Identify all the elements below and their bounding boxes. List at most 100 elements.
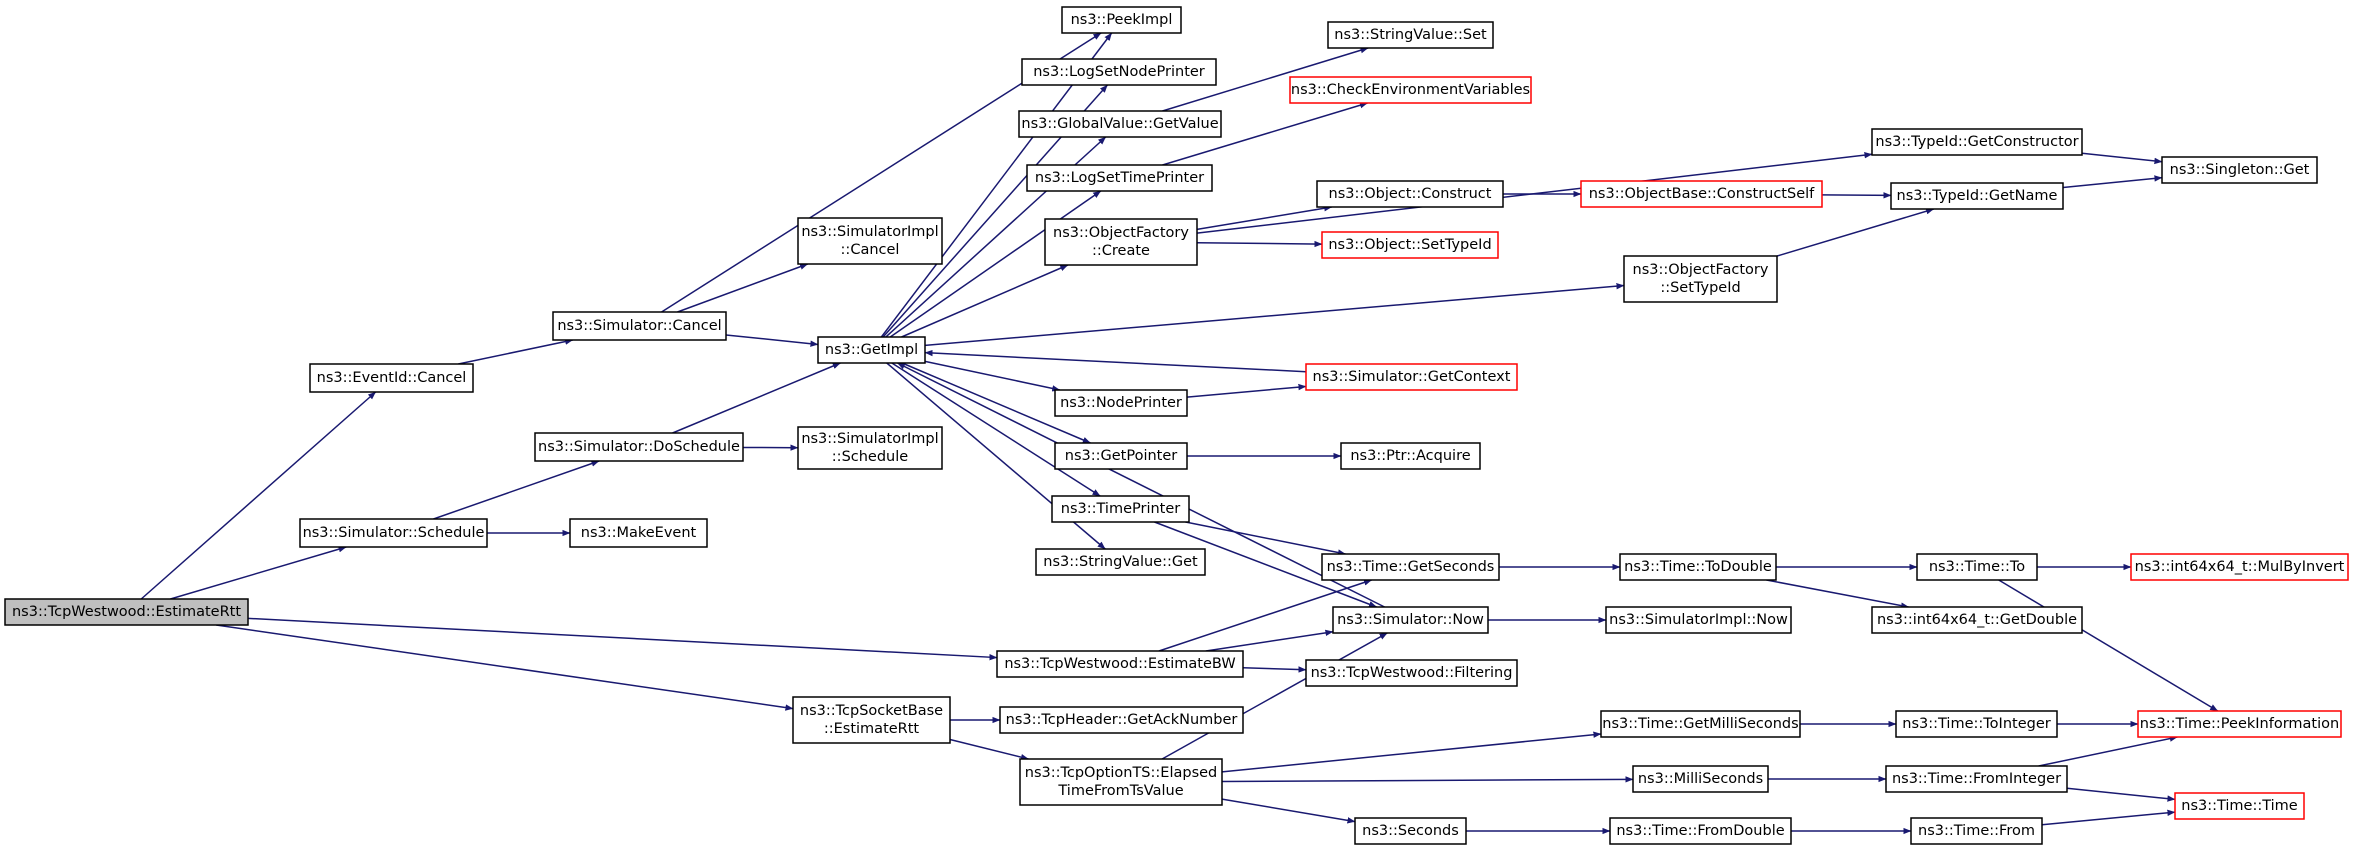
node-simulator-cancel[interactable]: ns3::Simulator::Cancel <box>552 311 727 341</box>
node-label: ns3::TimePrinter <box>1061 501 1181 517</box>
node-label: ns3::TypeId::GetConstructor <box>1875 134 2078 150</box>
node-time-getseconds[interactable]: ns3::Time::GetSeconds <box>1321 553 1500 581</box>
node-checkenvironmentvariables[interactable]: ns3::CheckEnvironmentVariables <box>1289 76 1532 104</box>
node-typeid-getname[interactable]: ns3::TypeId::GetName <box>1890 182 2064 210</box>
node-label: ns3::TcpHeader::GetAckNumber <box>1006 712 1238 728</box>
node-label: ns3::int64x64_t::MulByInvert <box>2135 559 2345 575</box>
node-box <box>1018 110 1222 138</box>
node-label: ns3::MakeEvent <box>581 525 697 541</box>
node-box <box>1632 765 1769 793</box>
node-label: ns3::Singleton::Get <box>2170 162 2310 178</box>
node-box <box>1916 553 2038 581</box>
node-objectfactory-settypeid[interactable]: ns3::ObjectFactory::SetTypeId <box>1623 255 1778 303</box>
node-simulator-schedule[interactable]: ns3::Simulator::Schedule <box>299 518 488 548</box>
node-simulatorimpl-schedule[interactable]: ns3::SimulatorImpl::Schedule <box>797 426 943 470</box>
node-box <box>1021 58 1217 86</box>
node-label: ns3::PeekImpl <box>1071 12 1173 28</box>
node-box <box>2137 710 2342 738</box>
node-getimpl[interactable]: ns3::GetImpl <box>817 336 926 364</box>
node-time-todouble[interactable]: ns3::Time::ToDouble <box>1619 553 1777 581</box>
node-tcpwestwood-filtering[interactable]: ns3::TcpWestwood::Filtering <box>1305 659 1518 687</box>
call-edge-tcpoptionts_elapsed-to-seconds <box>1221 798 1356 824</box>
node-box <box>569 518 708 548</box>
node-objectbase-constructself[interactable]: ns3::ObjectBase::ConstructSelf <box>1580 180 1823 208</box>
node-label: ns3::GlobalValue::GetValue <box>1021 116 1218 132</box>
node-peekimpl[interactable]: ns3::PeekImpl <box>1061 6 1182 34</box>
node-simulatorimpl-cancel[interactable]: ns3::SimulatorImpl::Cancel <box>797 217 943 265</box>
node-label: ns3::TcpSocketBase <box>800 703 943 719</box>
node-box <box>1044 218 1198 266</box>
node-simulator-doschedule[interactable]: ns3::Simulator::DoSchedule <box>534 432 744 462</box>
call-edge-objectfactory_create-to-object_construct <box>1196 205 1333 231</box>
node-objectfactory-create[interactable]: ns3::ObjectFactory::Create <box>1044 218 1198 266</box>
node-box <box>1340 442 1481 470</box>
node-milliseconds[interactable]: ns3::MilliSeconds <box>1632 765 1769 793</box>
node-box <box>1619 553 1777 581</box>
node-eventid-cancel[interactable]: ns3::EventId::Cancel <box>309 363 474 393</box>
node-label: ns3::StringValue::Get <box>1043 554 1198 570</box>
node-singleton-get[interactable]: ns3::Singleton::Get <box>2161 156 2318 184</box>
node-logsetnodeprinter[interactable]: ns3::LogSetNodePrinter <box>1021 58 1217 86</box>
node-box <box>552 311 727 341</box>
node-simulator-now[interactable]: ns3::Simulator::Now <box>1332 606 1489 634</box>
call-edge-time_from-to-time_time <box>2041 809 2176 826</box>
node-object-settypeid[interactable]: ns3::Object::SetTypeId <box>1321 231 1499 259</box>
node-box <box>1054 442 1188 470</box>
node-box <box>1332 606 1489 634</box>
call-edge-estimate_rtt_root-to-simulator_schedule <box>170 546 347 600</box>
node-box <box>1623 255 1778 303</box>
node-label: ns3::Time::FromDouble <box>1616 823 1784 839</box>
node-time-tointeger[interactable]: ns3::Time::ToInteger <box>1895 710 2058 738</box>
call-edge-timeprinter-to-simulator_now <box>1154 521 1377 608</box>
node-simulator-getcontext[interactable]: ns3::Simulator::GetContext <box>1305 363 1518 391</box>
node-label: ::Create <box>1092 243 1150 259</box>
node-box <box>1871 606 2083 634</box>
node-int64x64-mulbyinvert[interactable]: ns3::int64x64_t::MulByInvert <box>2130 553 2349 581</box>
node-globalvalue-getvalue[interactable]: ns3::GlobalValue::GetValue <box>1018 110 1222 138</box>
call-edge-typeid_getconstructor-to-singleton_get <box>2081 152 2163 165</box>
call-edge-tcpoptionts_elapsed-to-time_getmilliseconds <box>1221 731 1602 773</box>
node-label: ns3::TcpWestwood::EstimateRtt <box>12 604 241 620</box>
node-ptr-acquire[interactable]: ns3::Ptr::Acquire <box>1340 442 1481 470</box>
call-edge-simulator_now-to-getimpl <box>897 362 1385 608</box>
node-box <box>1580 180 1823 208</box>
node-logsettimeprinter[interactable]: ns3::LogSetTimePrinter <box>1026 164 1213 192</box>
call-edge-getimpl-to-logsettimeprinter <box>889 190 1102 338</box>
node-time-fromdouble[interactable]: ns3::Time::FromDouble <box>1609 817 1792 845</box>
node-nodeprinter[interactable]: ns3::NodePrinter <box>1054 389 1188 417</box>
node-simulatorimpl-now[interactable]: ns3::SimulatorImpl::Now <box>1605 606 1792 634</box>
node-box <box>534 432 744 462</box>
node-makeevent[interactable]: ns3::MakeEvent <box>569 518 708 548</box>
node-stringvalue-get[interactable]: ns3::StringValue::Get <box>1035 548 1206 576</box>
node-object-construct[interactable]: ns3::Object::Construct <box>1316 180 1504 208</box>
node-timeprinter[interactable]: ns3::TimePrinter <box>1051 495 1190 523</box>
node-estimate-rtt-root: ns3::TcpWestwood::EstimateRtt <box>4 598 249 626</box>
node-label: ns3::EventId::Cancel <box>317 370 467 386</box>
node-label: ns3::ObjectFactory <box>1633 262 1769 278</box>
node-tcpsocketbase-estimatertt[interactable]: ns3::TcpSocketBase::EstimateRtt <box>792 696 951 744</box>
node-time-peekinformation[interactable]: ns3::Time::PeekInformation <box>2137 710 2342 738</box>
node-typeid-getconstructor[interactable]: ns3::TypeId::GetConstructor <box>1871 128 2083 156</box>
node-int64x64-getdouble[interactable]: ns3::int64x64_t::GetDouble <box>1871 606 2083 634</box>
node-box <box>1895 710 2058 738</box>
call-edge-simulator_cancel-to-getimpl <box>725 334 819 347</box>
call-edge-getimpl-to-objectfactory_create <box>901 264 1069 338</box>
node-box <box>1054 389 1188 417</box>
node-label: ns3::NodePrinter <box>1060 395 1182 411</box>
node-time-from[interactable]: ns3::Time::From <box>1910 817 2043 845</box>
node-time-frominteger[interactable]: ns3::Time::FromInteger <box>1885 765 2068 793</box>
node-tcpwestwood-estimatebw[interactable]: ns3::TcpWestwood::EstimateBW <box>996 650 1244 678</box>
node-label: ns3::Time::GetSeconds <box>1327 559 1495 575</box>
node-label: ::Cancel <box>841 242 900 258</box>
node-time-to[interactable]: ns3::Time::To <box>1916 553 2038 581</box>
node-tcpheader-getacknumber[interactable]: ns3::TcpHeader::GetAckNumber <box>999 706 1244 734</box>
node-box <box>4 598 249 626</box>
node-time-getmilliseconds[interactable]: ns3::Time::GetMilliSeconds <box>1600 710 1801 738</box>
node-stringvalue-set[interactable]: ns3::StringValue::Set <box>1327 21 1494 49</box>
node-time-time[interactable]: ns3::Time::Time <box>2174 792 2305 820</box>
node-label: ::Schedule <box>832 449 908 465</box>
node-getpointer[interactable]: ns3::GetPointer <box>1054 442 1188 470</box>
node-seconds[interactable]: ns3::Seconds <box>1354 817 1467 845</box>
